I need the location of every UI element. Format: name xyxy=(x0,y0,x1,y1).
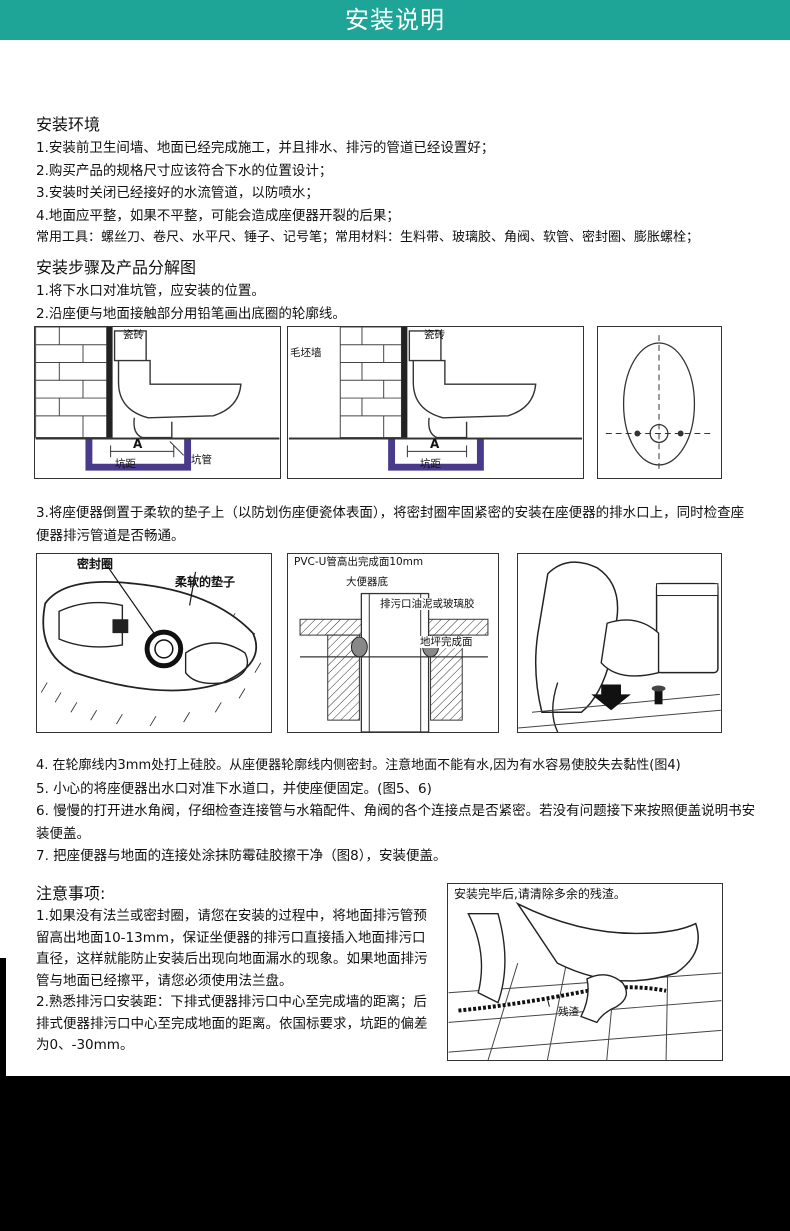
floor-finish-label: 地坪完成面 xyxy=(420,636,473,648)
step-item: 7. 把座便器与地面的连接处涂抹防霉硅胶擦干净（图8），安装便盖。 xyxy=(36,848,447,864)
toilet-side-diagram xyxy=(35,327,280,471)
note-item: 2.熟悉排污口安装距：下排式便器排污口中心至完成墙的距离；后排式便器排污口中心至… xyxy=(36,994,428,1053)
step-item: 3.将座便器倒置于柔软的垫子上（以防划伤座便瓷体表面），将密封圈牢固紧密的安装在… xyxy=(36,505,745,544)
environment-item: 4.地面应平整，如果不平整，可能会造成座便器开裂的后果； xyxy=(36,207,400,224)
page-title: 安装说明 xyxy=(0,0,790,40)
figure-4-seal-ring: 密封圈 柔软的垫子 xyxy=(36,553,272,733)
placing-toilet-illustration xyxy=(518,561,721,732)
figure-1-pit-measure: 瓷砖 A 坑距 坑管 xyxy=(34,326,281,479)
soft-pad-label: 柔软的垫子 xyxy=(175,575,236,589)
tile-label: 瓷砖 xyxy=(123,329,144,341)
notes-heading: 注意事项: xyxy=(36,884,106,903)
toilet-bottom-label: 大便器底 xyxy=(346,576,388,588)
notes-section: 注意事项: 1.如果没有法兰或密封圈，请您在安装的过程中，将地面排污管预留高出地… xyxy=(36,882,436,1057)
figure-6-placing-toilet xyxy=(517,553,722,733)
step-item: 4. 在轮廓线内3mm处打上硅胶。从座便器轮廓线内侧密封。注意地面不能有水,因为… xyxy=(36,758,681,773)
left-edge-mark xyxy=(0,958,6,1076)
step-item: 6. 慢慢的打开进水角阀，仔细检查连接管与水箱配件、角阀的各个连接点是否紧密。若… xyxy=(36,803,756,842)
environment-item: 2.购买产品的规格尺寸应该符合下水的位置设计； xyxy=(36,162,333,179)
step-item: 5. 小心的将座便器出水口对准下水道口，并使座便固定。(图5、6) xyxy=(36,780,432,797)
environment-tools: 常用工具：螺丝刀、卷尺、水平尺、锤子、记号笔；常用材料：生料带、玻璃胶、角阀、软… xyxy=(36,230,700,245)
toilet-outline-diagram xyxy=(605,335,713,471)
cleaning-illustration xyxy=(448,901,722,1060)
pit-distance-label: 坑距 xyxy=(420,458,441,470)
steps-section: 安装步骤及产品分解图 1.将下水口对准坑管，应安装的位置。 2.沿座便与地面接触… xyxy=(36,256,756,325)
figure-8-clean-residue: 安装完毕后,请清除多余的残渣。 残渣 xyxy=(447,883,723,1061)
pit-distance-label: 坑距 xyxy=(115,458,136,470)
step-item: 2.沿座便与地面接触部分用铅笔画出底圈的轮廓线。 xyxy=(36,305,346,322)
environment-item: 1.安装前卫生间墙、地面已经完成施工，并且排水、排污的管道已经设置好； xyxy=(36,140,495,156)
pit-pipe-label: 坑管 xyxy=(191,454,212,466)
seal-ring-label: 密封圈 xyxy=(77,557,114,571)
step-3: 3.将座便器倒置于柔软的垫子上（以防划伤座便瓷体表面），将密封圈牢固紧密的安装在… xyxy=(36,502,756,548)
step-item: 1.将下水口对准坑管，应安装的位置。 xyxy=(36,283,265,299)
dimension-a-label: A xyxy=(133,437,143,451)
rough-wall-label: 毛坯墙 xyxy=(290,347,322,359)
instruction-sheet: 安装说明 安装环境 1.安装前卫生间墙、地面已经完成施工，并且排水、排污的管道已… xyxy=(0,0,790,1076)
environment-heading: 安装环境 xyxy=(36,115,101,134)
figure-2-rough-wall: 毛坯墙 瓷砖 A 坑距 xyxy=(287,326,584,479)
steps-heading: 安装步骤及产品分解图 xyxy=(36,258,197,277)
figure-3-outline xyxy=(597,326,722,479)
outlet-seal-label: 排污口油泥或玻璃胶 xyxy=(380,598,475,610)
note-item: 1.如果没有法兰或密封圈，请您在安装的过程中，将地面排污管预留高出地面10-13… xyxy=(36,908,428,989)
environment-item: 3.安装时关闭已经接好的水流管道，以防喷水； xyxy=(36,185,319,201)
figure-5-pipe-section: PVC-U管高出完成面10mm 大便器底 排污口油泥或玻璃胶 地坪完成面 xyxy=(287,553,499,733)
toilet-side-diagram xyxy=(288,327,583,471)
pvc-pipe-label: PVC-U管高出完成面10mm xyxy=(294,556,424,568)
steps-4-7: 4. 在轮廓线内3mm处打上硅胶。从座便器轮廓线内侧密封。注意地面不能有水,因为… xyxy=(36,755,758,868)
environment-section: 安装环境 1.安装前卫生间墙、地面已经完成施工，并且排水、排污的管道已经设置好；… xyxy=(36,113,756,250)
inverted-toilet-diagram xyxy=(40,567,262,727)
dimension-a-label: A xyxy=(430,437,440,451)
cleanup-caption: 安装完毕后,请清除多余的残渣。 xyxy=(454,887,626,901)
residue-label: 残渣 xyxy=(558,1006,579,1018)
tile-label: 瓷砖 xyxy=(424,329,445,341)
